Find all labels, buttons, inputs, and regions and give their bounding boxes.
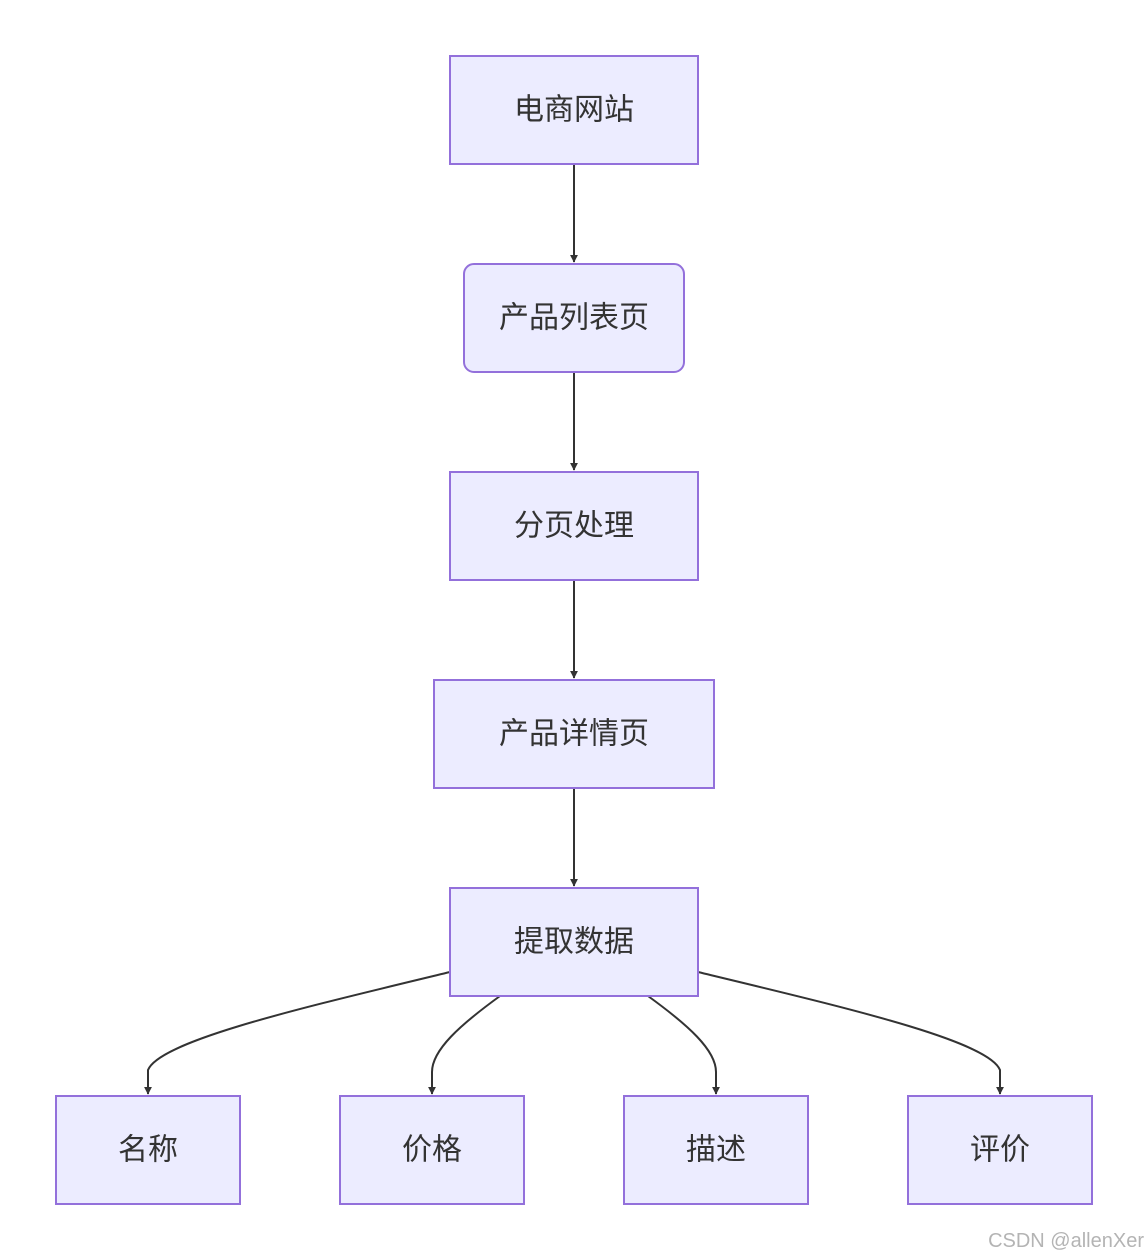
node-review: 评价 [907, 1095, 1093, 1205]
edge-extract-to-description [647, 995, 720, 1095]
node-description: 描述 [623, 1095, 809, 1205]
node-detail-page: 产品详情页 [433, 679, 715, 789]
node-description-label: 描述 [686, 1133, 746, 1168]
node-detail-page-label: 产品详情页 [499, 717, 649, 752]
node-price: 价格 [339, 1095, 525, 1205]
node-extract-label: 提取数据 [514, 925, 634, 960]
node-review-label: 评价 [970, 1133, 1030, 1168]
watermark: CSDN @allenXer [988, 1230, 1144, 1252]
edge-extract-to-price [428, 995, 501, 1095]
node-site-label: 电商网站 [514, 93, 634, 128]
node-list-page-label: 产品列表页 [499, 301, 649, 336]
node-site: 电商网站 [449, 55, 699, 165]
node-extract: 提取数据 [449, 887, 699, 997]
node-price-label: 价格 [402, 1133, 462, 1168]
node-name: 名称 [55, 1095, 241, 1205]
edge-extract-to-review [697, 971, 1004, 1095]
node-pagination: 分页处理 [449, 471, 699, 581]
node-pagination-label: 分页处理 [514, 509, 634, 544]
node-list-page: 产品列表页 [463, 263, 685, 373]
node-name-label: 名称 [118, 1133, 178, 1168]
edge-extract-to-name [144, 971, 451, 1095]
